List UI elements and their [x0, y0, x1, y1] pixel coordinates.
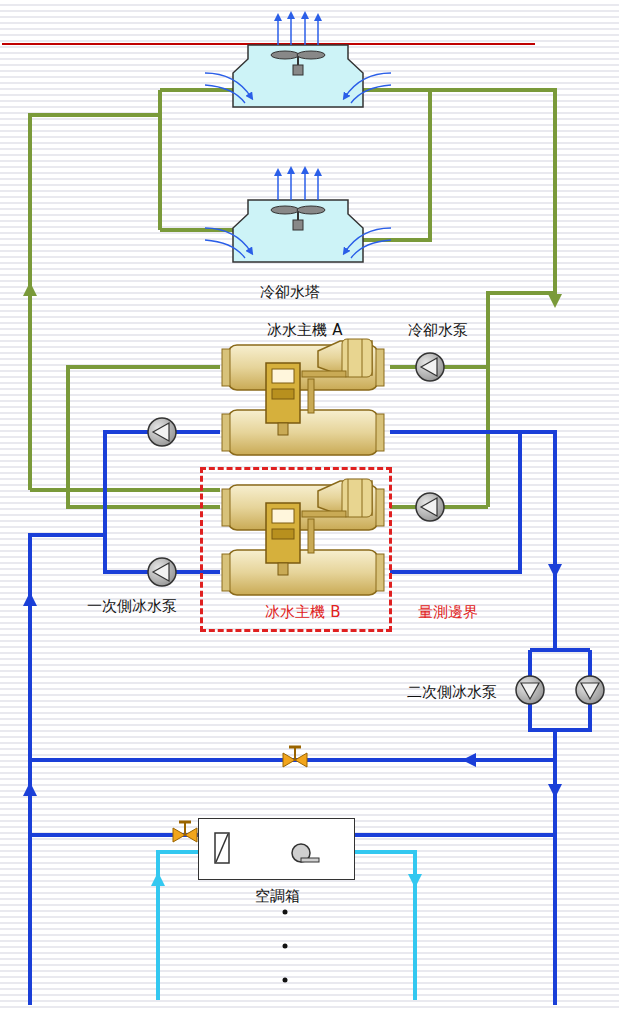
equipment-label: 一次側冰水泵	[87, 597, 177, 615]
chilled-water-pipes	[30, 432, 590, 1005]
node-label: 空調箱	[255, 887, 300, 905]
equipment-label: 冷卻水泵	[408, 321, 468, 339]
continuation-dots	[283, 910, 288, 983]
measurement-boundary: 量測邊界冰水主機 B	[200, 467, 392, 632]
control-valve	[283, 747, 307, 767]
ahu-internals	[199, 819, 356, 881]
air-handling-unit: 空調箱	[198, 818, 355, 880]
chiller-unit: 冰水主機 A	[220, 318, 390, 460]
condenser-pump	[416, 493, 444, 521]
cooling-tower	[205, 15, 391, 107]
chiller-symbol	[222, 339, 384, 455]
condenser-flow-arrows	[23, 282, 562, 308]
equipment-label: 二次側冰水泵	[407, 683, 497, 701]
node-label: 冰水主機 A	[267, 321, 342, 339]
condenser-water-pipes	[30, 90, 555, 507]
cooling-tower	[205, 170, 391, 262]
secondary-pump	[516, 676, 544, 704]
equipment-label: 冷卻水塔	[260, 283, 320, 301]
primary-pump	[148, 558, 176, 586]
chiller-symbol	[222, 479, 384, 595]
node-label: 量測邊界	[418, 603, 478, 621]
chiller-unit: 冰水主機 B	[220, 485, 386, 629]
secondary-pump	[576, 676, 604, 704]
control-valve	[173, 822, 197, 842]
condenser-pump	[416, 353, 444, 381]
chilled-flow-arrows	[23, 564, 562, 798]
node-label: 冰水主機 B	[265, 603, 340, 621]
primary-pump	[148, 418, 176, 446]
